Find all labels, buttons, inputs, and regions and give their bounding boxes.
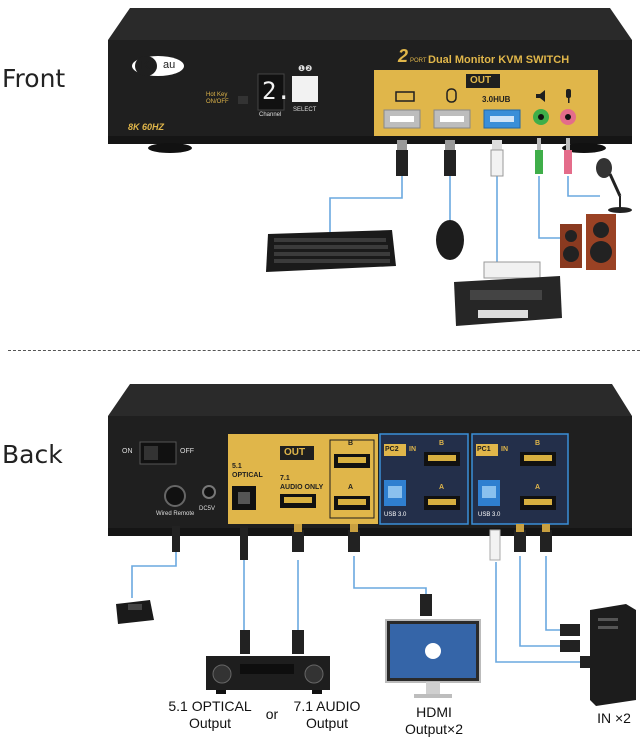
mic-icon: [566, 89, 571, 98]
front-plugs: [396, 138, 572, 177]
hotkey-label: Hot Key ON/OFF: [206, 92, 229, 105]
keyboard-icon: [395, 91, 415, 102]
microphone: [596, 158, 632, 213]
brand-suffix: au: [163, 59, 176, 71]
speaker-icon: [536, 90, 545, 102]
caption-hdmi: HDMI Output×2: [405, 704, 463, 737]
channel-display: [257, 73, 285, 111]
optical-label: 5.1 OPTICAL: [232, 463, 263, 479]
dc-jack: [202, 485, 216, 499]
brand-name: KL: [141, 58, 157, 72]
caption-audio: 7.1 AUDIO Output: [293, 698, 361, 731]
pc-tower: [590, 604, 636, 706]
out-port-a-label: A: [348, 484, 354, 491]
pc2-in-label: IN: [409, 446, 416, 453]
pc1-usb-label: USB 3.0: [478, 512, 501, 518]
pc2-port-b-label: B: [439, 440, 445, 447]
out-port-b-label: B: [348, 440, 354, 447]
pc2-usb-label: USB 3.0: [384, 512, 407, 518]
usb3-hub-label: 3.0HUB: [482, 95, 511, 104]
back-plugs: [172, 524, 594, 668]
section-divider: [8, 350, 640, 351]
dc-label: DC5V: [199, 506, 216, 512]
model-title: Dual Monitor KVM SWITCH: [428, 54, 570, 66]
remote-jack: [164, 485, 186, 507]
front-device: [108, 8, 632, 153]
keyboard: [266, 230, 396, 272]
back-label: Back: [2, 440, 63, 469]
select-numbers: ❶❷: [298, 64, 313, 73]
resolution-label: 8K 60HZ: [128, 122, 165, 132]
mouse-icon: [446, 88, 457, 103]
channel-label: Channel: [259, 112, 282, 118]
model-port: PORT: [410, 58, 427, 64]
select-label: SELECT: [293, 107, 317, 113]
pc2-port-a-label: A: [439, 484, 445, 491]
pc1-port-b-label: B: [535, 440, 541, 447]
caption-in: IN ×2: [597, 710, 631, 726]
caption-or: or: [265, 706, 279, 722]
speakers: [560, 214, 616, 270]
back-out-label: OUT: [284, 447, 306, 458]
wired-remote: [116, 600, 154, 624]
switch-on-label: ON: [122, 448, 133, 455]
select-button: [292, 76, 318, 102]
monitor: [385, 619, 481, 698]
pc1-label: PC1: [477, 446, 491, 453]
wired-remote-label: Wired Remote: [156, 511, 195, 517]
switch-off-label: OFF: [180, 448, 194, 455]
channel-digit: 2.: [262, 77, 291, 105]
pc1-in-label: IN: [501, 446, 508, 453]
amplifier: [206, 656, 330, 694]
printer: [454, 261, 562, 326]
front-label: Front: [2, 64, 66, 93]
back-cables: [131, 552, 582, 663]
front-out-label: OUT: [470, 75, 492, 86]
pc2-label: PC2: [385, 446, 399, 453]
caption-optical: 5.1 OPTICAL Output: [168, 698, 252, 731]
mouse: [436, 220, 464, 260]
model-number: 2: [398, 46, 409, 66]
back-device: [108, 384, 632, 536]
audio-only-label: 7.1 AUDIO ONLY: [280, 475, 324, 491]
front-cables: [329, 176, 600, 262]
hotkey-button: [238, 96, 248, 104]
pc1-port-a-label: A: [535, 484, 541, 491]
